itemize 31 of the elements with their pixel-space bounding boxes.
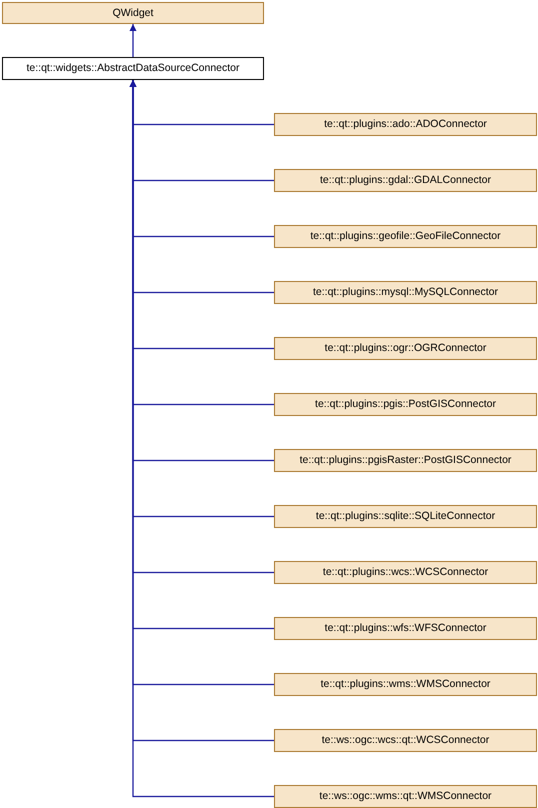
class-box — [2, 2, 264, 24]
class-box — [274, 393, 537, 416]
class-box — [274, 505, 537, 528]
class-name: te::qt::plugins::wfs::WFSConnector — [324, 622, 486, 635]
class-box — [274, 169, 537, 192]
class-box — [274, 337, 537, 360]
class-name: te::qt::plugins::geofile::GeoFileConnector — [310, 230, 501, 243]
class-box — [274, 113, 537, 136]
class-name: te::qt::plugins::gdal::GDALConnector — [320, 174, 491, 187]
class-name: te::qt::plugins::ogr::OGRConnector — [324, 342, 486, 355]
class-name: te::qt::widgets::AbstractDataSourceConnector — [26, 62, 240, 75]
class-box — [2, 57, 264, 80]
class-box — [274, 281, 537, 304]
class-box — [274, 561, 537, 584]
class-name: te::qt::plugins::wms::WMSConnector — [320, 678, 490, 691]
class-box — [274, 729, 537, 752]
class-name: te::qt::plugins::pgis::PostGISConnector — [315, 398, 496, 411]
class-name: te::qt::plugins::pgisRaster::PostGISConnector — [300, 454, 512, 467]
class-box — [274, 785, 537, 808]
class-name: QWidget — [112, 6, 154, 20]
inheritance-arrow — [130, 24, 136, 57]
class-box — [274, 449, 537, 472]
class-name: te::qt::plugins::mysql::MySQLConnector — [313, 286, 498, 299]
class-name: te::ws::ogc::wcs::qt::WCSConnector — [322, 734, 490, 747]
class-name: te::qt::plugins::sqlite::SQLiteConnector — [316, 510, 496, 523]
class-name: te::qt::plugins::ado::ADOConnector — [324, 118, 487, 131]
class-box — [274, 617, 537, 640]
class-box — [274, 673, 537, 696]
class-name: te::ws::ogc::wms::qt::WMSConnector — [319, 790, 492, 803]
class-name: te::qt::plugins::wcs::WCSConnector — [322, 566, 488, 579]
class-box — [274, 225, 537, 248]
